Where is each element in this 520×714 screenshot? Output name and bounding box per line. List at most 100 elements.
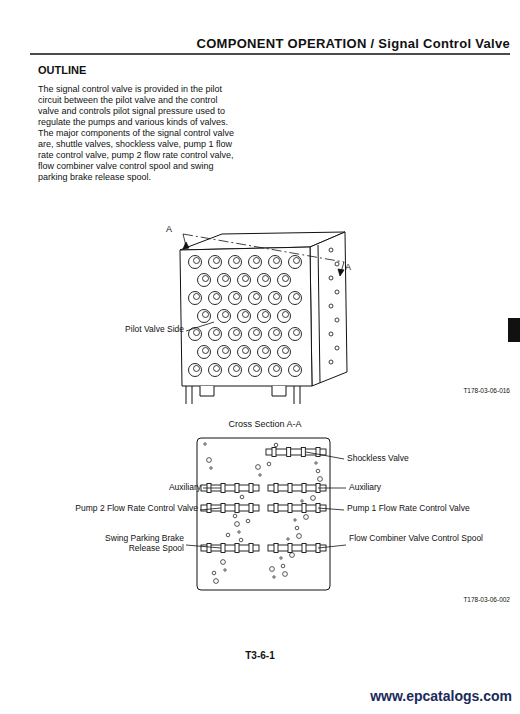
fitting-port [263, 276, 269, 282]
drilled-hole [315, 462, 317, 464]
fitting-nut [229, 292, 242, 305]
fitting-port [254, 366, 260, 372]
fitting-nut [238, 310, 251, 323]
fitting-nut [258, 346, 271, 359]
pipe-fitting [269, 256, 282, 269]
fitting-nut [198, 310, 211, 323]
drilled-hole [246, 519, 250, 523]
spool [201, 504, 259, 513]
fitting-port [214, 294, 220, 300]
spool-land [301, 448, 305, 457]
pipe-fitting [218, 274, 231, 287]
bolt [329, 304, 333, 308]
fitting-nut [269, 256, 282, 269]
fitting-nut [218, 346, 231, 359]
fitting-port [194, 258, 200, 264]
spool [201, 544, 259, 553]
drilled-hole [318, 477, 323, 482]
fitting-nut [289, 292, 302, 305]
bolt [335, 262, 339, 266]
drilled-hole [226, 533, 230, 537]
part-label: Pump 2 Flow Rate Control Valve [40, 503, 198, 513]
pipe-fitting [289, 292, 302, 305]
drilled-hole [204, 443, 206, 445]
fitting-port [294, 258, 300, 264]
pipe-fitting [198, 346, 211, 359]
pipe-fitting [198, 310, 211, 323]
fitting-port [214, 330, 220, 336]
drilled-hole [238, 531, 240, 533]
bolt [329, 276, 333, 280]
fitting-nut [278, 274, 291, 287]
fitting-nut [238, 274, 251, 287]
fitting-nut [249, 292, 262, 305]
fitting-port [234, 258, 240, 264]
spool [268, 484, 326, 493]
fitting-nut [198, 346, 211, 359]
fitting-nut [269, 328, 282, 341]
spool-land [249, 504, 253, 513]
page-number: T3-6-1 [210, 650, 310, 662]
fitting-nut [189, 364, 202, 377]
fitting-nut [198, 274, 211, 287]
section-line [183, 234, 344, 276]
spool-land [221, 484, 225, 493]
fitting-port [214, 366, 220, 372]
pipe-fitting [249, 256, 262, 269]
part-label: Pump 1 Flow Rate Control Valve [347, 503, 512, 513]
callout-label: Pilot Valve Side [104, 324, 184, 334]
spool-land [287, 448, 291, 457]
pipe-fitting [189, 256, 202, 269]
drilled-hole [280, 557, 282, 559]
pipe-fitting [269, 292, 282, 305]
spool-land [274, 504, 278, 513]
drilled-hole [221, 560, 226, 565]
spool-land [302, 484, 306, 493]
page-title: COMPONENT OPERATION / Signal Control Val… [140, 36, 510, 52]
section-heading: OUTLINE [38, 64, 158, 77]
pipe-fitting [238, 346, 251, 359]
pipe-fitting [258, 274, 271, 287]
block-stud [186, 386, 192, 404]
bolt [329, 360, 333, 364]
spool-land [235, 484, 239, 493]
fitting-port [283, 348, 289, 354]
drilled-hole [207, 458, 212, 463]
fitting-port [234, 294, 240, 300]
drilled-hole [270, 567, 275, 572]
fitting-port [263, 312, 269, 318]
spool-land [207, 504, 211, 513]
drilled-hole [294, 519, 296, 521]
spool-group [201, 448, 326, 553]
fitting-port [274, 258, 280, 264]
drilled-hole [304, 515, 309, 520]
leader-line [200, 508, 221, 510]
fitting-nut [229, 364, 242, 377]
figure-number: T178-03-06-016 [420, 387, 510, 395]
spool-land [249, 544, 253, 553]
drilled-hole [224, 569, 226, 571]
spool-land [274, 544, 278, 553]
pipe-fitting [218, 346, 231, 359]
pipe-fitting [269, 328, 282, 341]
fitting-nut [189, 292, 202, 305]
part-label: Auxiliary [140, 482, 201, 492]
pipe-fitting [249, 292, 262, 305]
leader-line [186, 545, 221, 548]
bolt [335, 346, 339, 350]
pipe-fitting [209, 292, 222, 305]
leader-line [318, 508, 344, 510]
fitting-nut [289, 328, 302, 341]
pipe-fitting [289, 364, 302, 377]
fitting-port [274, 366, 280, 372]
spool-land [235, 504, 239, 513]
pipe-fitting [258, 346, 271, 359]
drilled-hole [311, 496, 316, 501]
spool [266, 448, 326, 457]
drilled-hole [212, 571, 216, 575]
fitting-nut [229, 328, 242, 341]
block-foot [200, 386, 214, 396]
spool-land [221, 504, 225, 513]
pipe-fitting [229, 292, 242, 305]
drilled-hole [290, 553, 295, 558]
